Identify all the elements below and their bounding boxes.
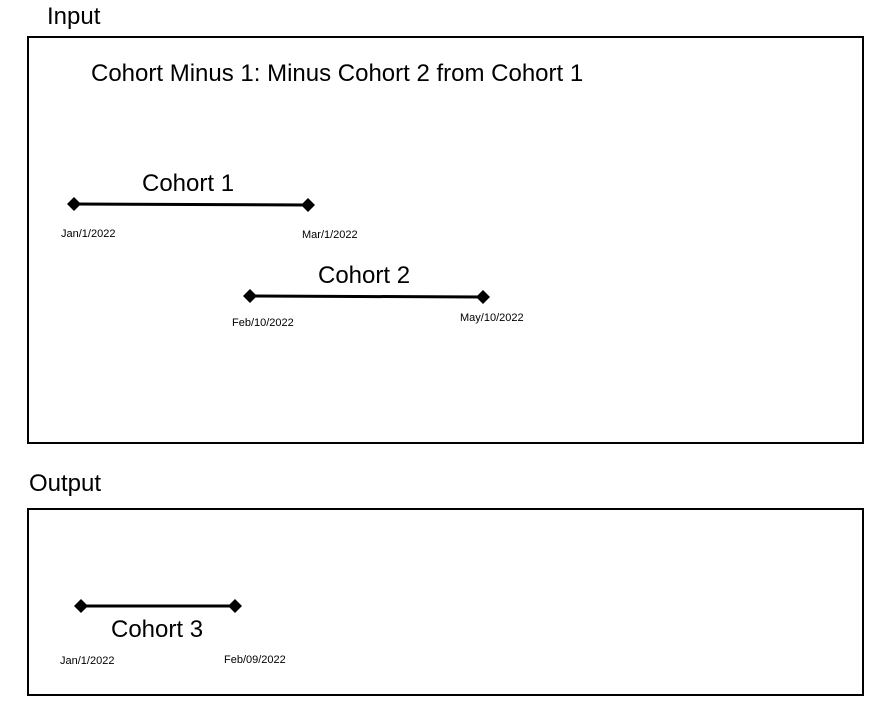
cohort-1-start-date: Jan/1/2022 [61, 228, 116, 240]
cohort-3-timeline-graphic [74, 599, 242, 613]
output-section-label: Output [29, 470, 102, 497]
cohort-3-name: Cohort 3 [111, 616, 204, 643]
input-panel: Cohort Minus 1: Minus Cohort 2 from Coho… [27, 36, 864, 444]
input-panel-title: Cohort Minus 1: Minus Cohort 2 from Coho… [91, 60, 584, 87]
diamond-marker-icon [476, 290, 490, 304]
diamond-marker-icon [228, 599, 242, 613]
cohort-1-line [73, 202, 309, 207]
cohort-1-timeline-graphic [67, 197, 315, 212]
cohort-2-name: Cohort 2 [318, 262, 411, 289]
diamond-marker-icon [243, 289, 257, 303]
diamond-marker-icon [301, 198, 315, 212]
diamond-marker-icon [74, 599, 88, 613]
cohort-2-timeline-graphic [243, 289, 490, 304]
cohort-1-name: Cohort 1 [142, 170, 235, 197]
output-panel: Cohort 3 Jan/1/2022 Feb/09/2022 [27, 508, 864, 696]
cohort-2-line [249, 294, 484, 299]
cohort-2-end-date: May/10/2022 [460, 312, 524, 324]
cohort-3-end-date: Feb/09/2022 [224, 654, 286, 666]
cohort-3-start-date: Jan/1/2022 [60, 655, 115, 667]
input-section-label: Input [47, 3, 101, 30]
cohort-2-start-date: Feb/10/2022 [232, 317, 294, 329]
diamond-marker-icon [67, 197, 81, 211]
cohort-1-end-date: Mar/1/2022 [302, 229, 358, 241]
